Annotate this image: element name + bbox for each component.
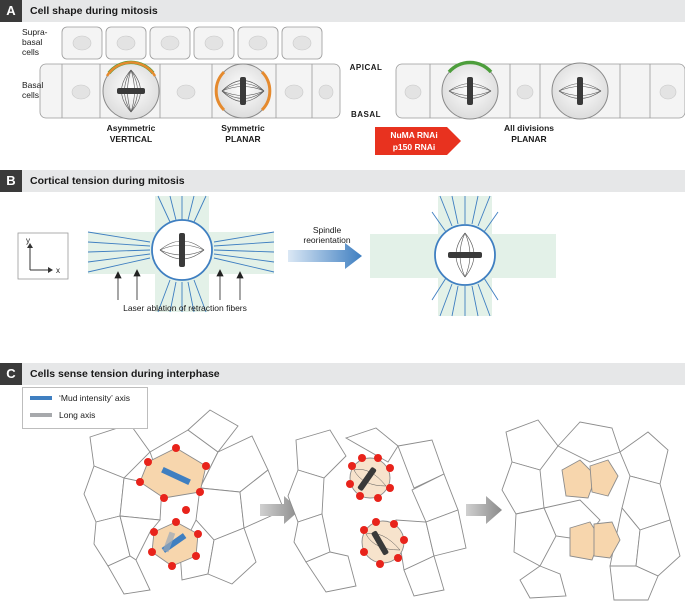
planar-label: PLANAR	[225, 134, 261, 144]
junction-dots-left	[136, 444, 210, 570]
mitotic-cell-b-right	[434, 224, 496, 286]
junction-dots-middle	[346, 454, 408, 568]
panel-a-header: A Cell shape during mitosis	[0, 0, 685, 22]
apical-label: APICAL	[349, 63, 383, 72]
spindle-reorientation-arrow	[288, 243, 362, 269]
p150-rnai-label: p150 RNAi	[392, 142, 436, 152]
rnai-cell-2	[551, 62, 609, 120]
panel-c-letter: C	[0, 363, 22, 385]
retraction-fibers-right	[431, 195, 499, 317]
panel-c-title: Cells sense tension during interphase	[30, 368, 220, 380]
asymmetric-vertical-cell	[102, 60, 160, 120]
tissue-right-orange-cells	[561, 459, 621, 561]
basal-side-label: BASAL	[350, 110, 382, 119]
panel-a-title: Cell shape during mitosis	[30, 5, 158, 17]
basal-cell-dividers-right	[429, 64, 651, 118]
symmetric-planar-cell	[214, 63, 272, 119]
axes-box	[17, 232, 69, 280]
axis-x-label: x	[56, 266, 60, 275]
panel-b-header: B Cortical tension during mitosis	[0, 170, 685, 192]
tissue-right	[501, 419, 681, 601]
all-divisions-label: All divisions	[503, 123, 555, 133]
tissue-left	[83, 409, 285, 595]
symmetric-label: Symmetric	[221, 123, 265, 133]
asymmetric-label: Asymmetric	[106, 123, 156, 133]
rnai-cell-1	[441, 60, 499, 120]
panel-c-header: C Cells sense tension during interphase	[0, 363, 685, 385]
rnai-label: NuMA RNAi p150 RNAi	[377, 129, 451, 153]
basal-nuclei-right	[404, 84, 677, 100]
mud-axis-left	[161, 466, 191, 553]
tissue-arrow-1	[260, 496, 300, 524]
ablation-label: Laser ablation of retraction fibers	[123, 303, 247, 313]
all-planar-label: PLANAR	[511, 134, 547, 144]
legend-mud-label: ‘Mud intensity’ axis	[59, 393, 131, 403]
suprabasal-label: Supra- basal cells	[22, 27, 48, 57]
panel-b-letter: B	[0, 170, 22, 192]
basal-cells-right	[395, 63, 685, 119]
suprabasal-cells	[61, 26, 323, 60]
vertical-label: VERTICAL	[109, 134, 153, 144]
suprabasal-nuclei	[72, 35, 312, 51]
basal-nuclei-left	[71, 84, 334, 100]
panel-a-letter: A	[0, 0, 22, 22]
ablation-arrows	[114, 269, 244, 300]
panel-b-title: Cortical tension during mitosis	[30, 175, 185, 187]
rnai-red-arrow	[375, 127, 461, 155]
legend-long-label: Long axis	[59, 410, 96, 420]
tissue-arrow-2	[466, 496, 502, 524]
legend-mud-swatch	[30, 396, 52, 400]
axis-y-label: y	[26, 236, 30, 245]
mitotic-cells-middle	[349, 457, 405, 564]
legend: ‘Mud intensity’ axis Long axis	[22, 387, 148, 429]
mitotic-cell-b-left	[151, 219, 213, 281]
spindle-reorientation-label: Spindle reorientation	[303, 225, 351, 245]
retraction-fibers-left	[87, 195, 275, 313]
basal-cell-dividers-left	[61, 64, 313, 118]
tissue-middle	[287, 427, 467, 597]
basal-cells-label: Basal cells	[22, 80, 44, 100]
numa-rnai-label: NuMA RNAi	[390, 130, 438, 140]
legend-long-swatch	[30, 413, 52, 417]
